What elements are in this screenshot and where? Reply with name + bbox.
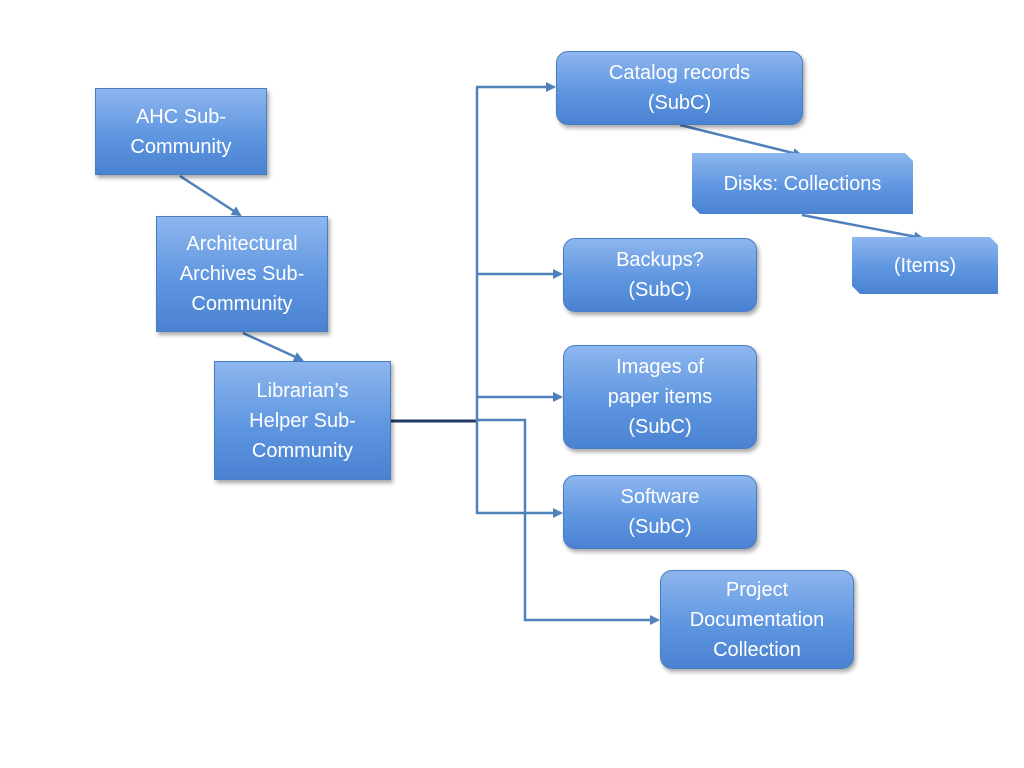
arrow-architectural-to-librarian (242, 331, 304, 362)
node-images-of-paper-items: Images of paper items (SubC) (563, 345, 757, 449)
node-architectural-archives: Architectural Archives Sub- Community (156, 216, 328, 332)
node-disks-collections: Disks: Collections (692, 153, 913, 214)
node-ahc-sub-community: AHC Sub- Community (95, 88, 267, 175)
arrow-catalog-to-disks (679, 123, 803, 158)
arrow-to-project (476, 418, 660, 625)
node-librarians-helper: Librarian’s Helper Sub- Community (214, 361, 391, 480)
node-images-label: Images of paper items (SubC) (607, 356, 713, 438)
node-project-label: Project Documentation Collection (689, 578, 825, 661)
node-items: (Items) (852, 237, 998, 294)
node-backups-label: Backups? (SubC) (616, 249, 704, 301)
node-disks-label: Disks: Collections (723, 172, 882, 195)
arrow-disks-to-items (801, 213, 924, 242)
node-software: Software (SubC) (563, 475, 757, 549)
node-catalog-records: Catalog records (SubC) (556, 51, 803, 125)
node-ahc-label: AHC Sub- Community (130, 105, 232, 158)
node-catalog-label: Catalog records (SubC) (608, 62, 751, 114)
node-backups: Backups? (SubC) (563, 238, 757, 312)
node-items-label: (Items) (893, 254, 957, 277)
arrow-ahc-to-architectural (179, 174, 242, 217)
node-librarian-label: Librarian’s Helper Sub- Community (249, 379, 356, 462)
node-software-label: Software (SubC) (620, 486, 700, 538)
node-project-documentation: Project Documentation Collection (660, 570, 854, 669)
node-architectural-label: Architectural Archives Sub- Community (179, 233, 305, 315)
